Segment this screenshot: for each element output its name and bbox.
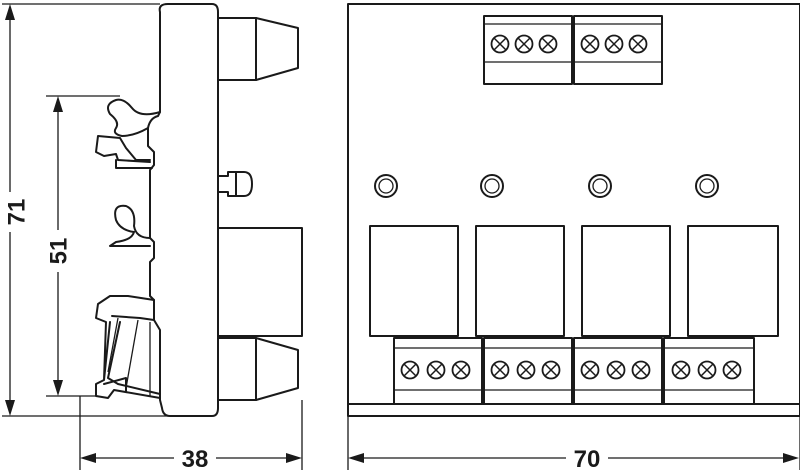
- screw-icon: [604, 34, 624, 54]
- bottom-terminal-block-4: [663, 337, 755, 405]
- screw-icon: [671, 360, 691, 380]
- bottom-terminal-block-1: [393, 337, 483, 405]
- screw-icon: [697, 360, 717, 380]
- screw-icon: [631, 360, 651, 380]
- screw-icon: [426, 360, 446, 380]
- screw-icon: [722, 360, 742, 380]
- top-terminal-block-1: [483, 15, 573, 85]
- screw-icon: [400, 360, 420, 380]
- front-view: [347, 3, 800, 417]
- dim-overall-height: 71: [3, 199, 30, 226]
- screw-icon: [514, 34, 534, 54]
- bottom-terminal-block-2: [483, 337, 573, 405]
- led-indicator-2: [480, 174, 504, 198]
- side-connector-bottom: [217, 337, 299, 401]
- led-indicator-3: [588, 174, 612, 198]
- relay-3: [581, 225, 671, 337]
- screw-icon: [490, 360, 510, 380]
- side-view: [95, 3, 303, 417]
- bottom-terminal-block-3: [573, 337, 663, 405]
- screw-icon: [451, 360, 471, 380]
- side-led: [217, 171, 253, 197]
- screw-icon: [606, 360, 626, 380]
- rail-clip-middle: [109, 204, 151, 247]
- top-terminal-block-2: [573, 15, 663, 85]
- relay-1: [369, 225, 459, 337]
- screw-icon: [628, 34, 648, 54]
- screw-icon: [490, 34, 510, 54]
- led-indicator-1: [374, 174, 398, 198]
- screw-icon: [538, 34, 558, 54]
- rail-spring-clip: [95, 135, 151, 163]
- relay-2: [475, 225, 565, 337]
- led-indicator-4: [695, 174, 719, 198]
- front-housing: [347, 3, 800, 417]
- screw-icon: [541, 360, 561, 380]
- screw-icon: [580, 360, 600, 380]
- screw-icon: [580, 34, 600, 54]
- dim-depth: 38: [182, 446, 209, 470]
- dim-rail-height: 51: [45, 238, 72, 265]
- rail-clip-upper: [107, 98, 161, 137]
- side-housing-outline: [147, 3, 219, 417]
- dim-width: 70: [574, 446, 601, 470]
- side-connector-top: [217, 17, 299, 81]
- side-relay-body: [217, 227, 303, 337]
- screw-icon: [516, 360, 536, 380]
- relay-4: [687, 225, 779, 337]
- rail-latch-lower: [95, 295, 161, 399]
